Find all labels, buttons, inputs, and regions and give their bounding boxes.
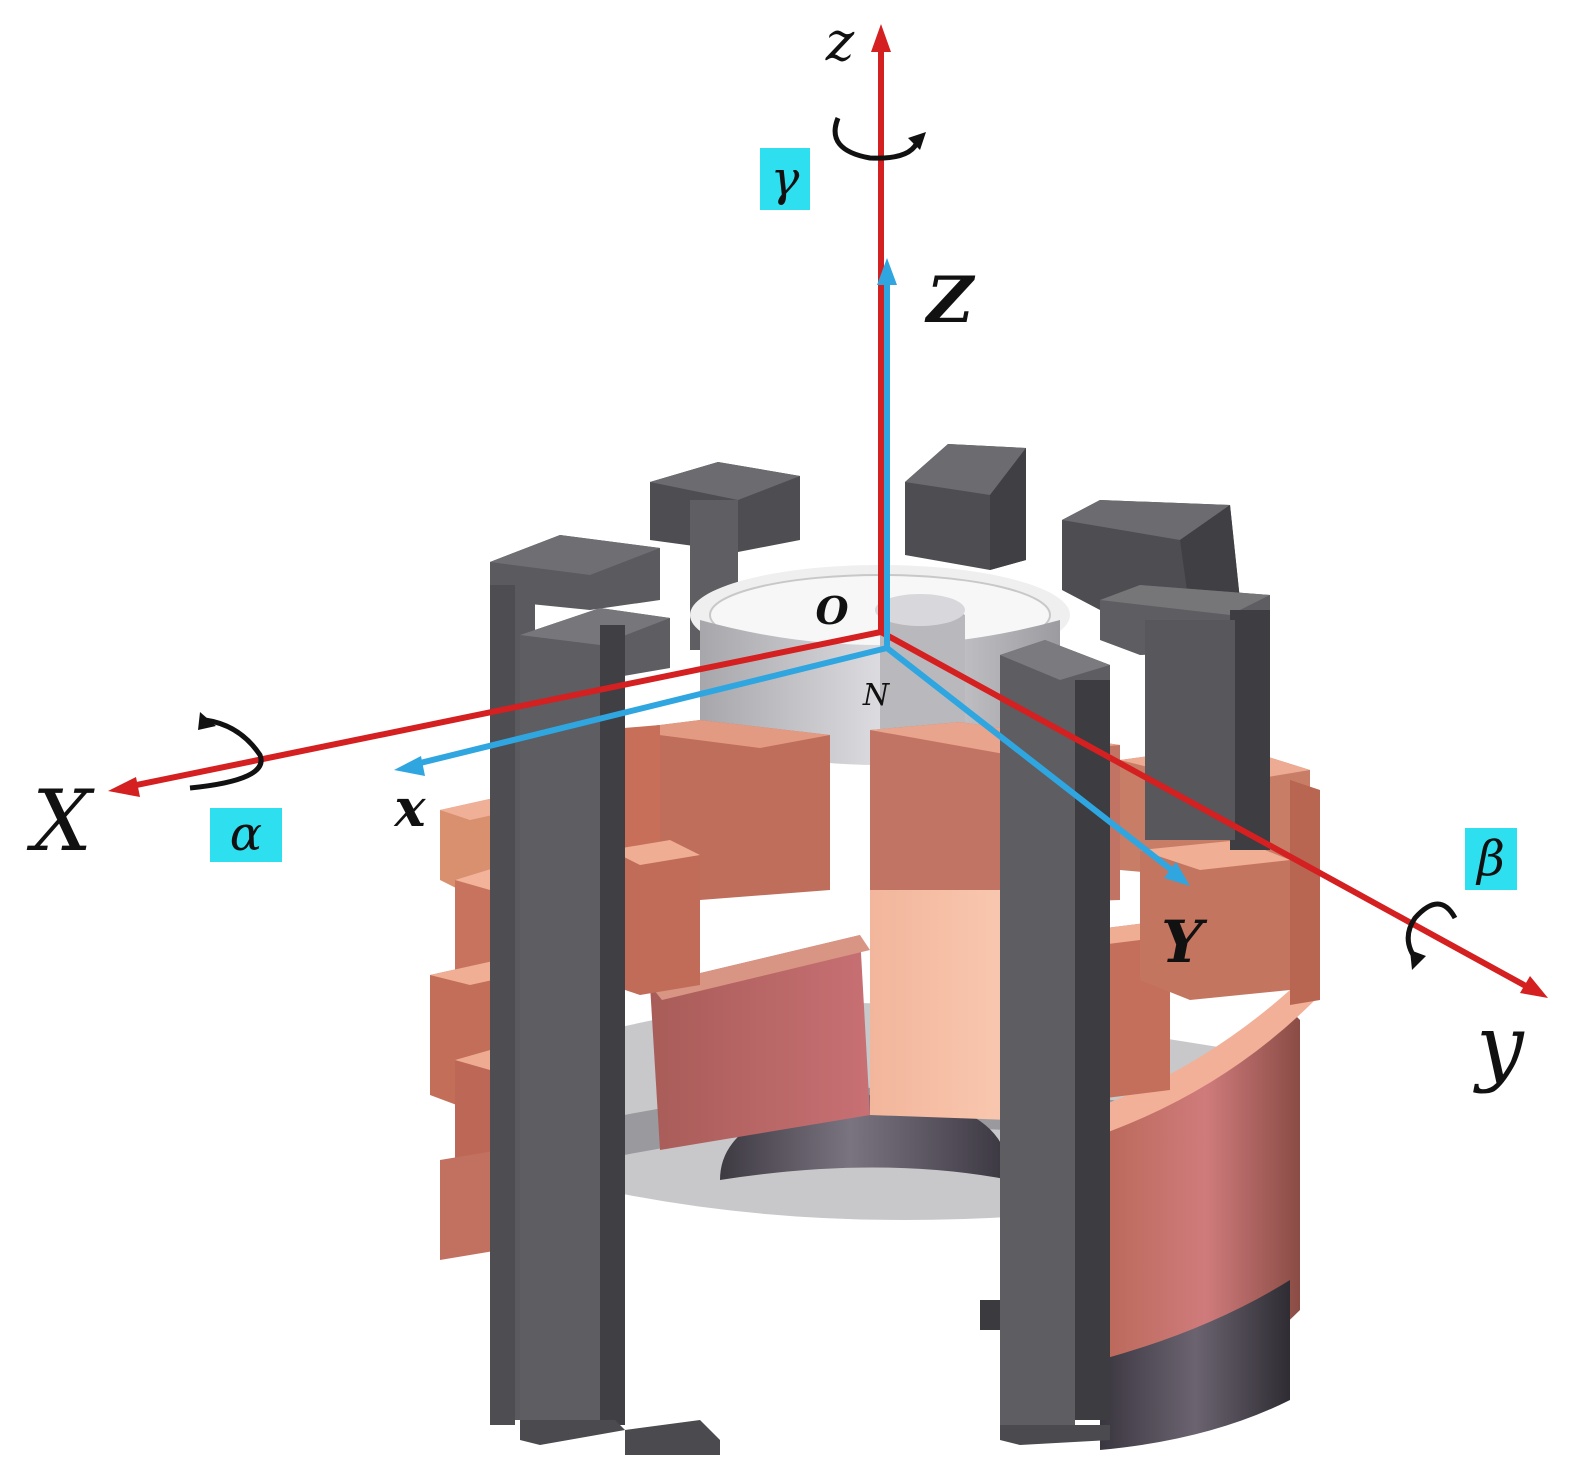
label-alpha: α: [210, 806, 282, 862]
fixed-axis-arrowheads: [108, 24, 1548, 998]
body-z-label: Z: [924, 263, 976, 338]
body-axis-arrowheads: [394, 258, 1190, 886]
fixed-y-axis: [879, 629, 1535, 993]
fixed-y-label: y: [1472, 997, 1525, 1095]
pole-front-right: [1000, 640, 1110, 1445]
rotation-arrow-alpha: [189, 712, 264, 791]
Z-arrowhead: [877, 258, 897, 285]
y-arrowhead: [1520, 976, 1548, 998]
pole-back-center: [905, 444, 1026, 570]
Y-arrowhead: [1164, 862, 1190, 886]
fixed-x-axis: [121, 629, 882, 791]
fixed-x-label: X: [26, 772, 95, 870]
base-edges: [625, 1300, 1000, 1455]
body-x-arrowhead: [394, 756, 425, 776]
label-beta: β: [1465, 828, 1517, 890]
fixed-z-label: z: [825, 10, 855, 73]
coil-band-right: [1090, 990, 1315, 1450]
beta-symbol: β: [1475, 831, 1505, 887]
fixed-axes: [121, 38, 1535, 993]
label-gamma: γ: [760, 148, 810, 210]
z-arrowhead: [871, 24, 891, 52]
alpha-symbol: α: [230, 806, 262, 862]
pole-back-left: [650, 462, 800, 650]
body-axes: [407, 272, 1180, 878]
body-x-label: x: [393, 778, 426, 839]
pole-front-left: [520, 608, 670, 1445]
body-y-label: Y: [1161, 908, 1208, 976]
gamma-symbol: γ: [771, 151, 800, 207]
origin-n-label: N: [862, 678, 891, 713]
bearing-model: [430, 444, 1320, 1455]
coils-lower: [650, 880, 1050, 1150]
body-y-axis: [885, 645, 1180, 878]
body-x-axis: [407, 645, 888, 769]
rotation-arrow-beta: [1405, 901, 1458, 970]
x-arrowhead: [108, 777, 140, 797]
rotation-arrow-gamma: [832, 117, 926, 161]
origin-o-label: O: [815, 588, 848, 633]
